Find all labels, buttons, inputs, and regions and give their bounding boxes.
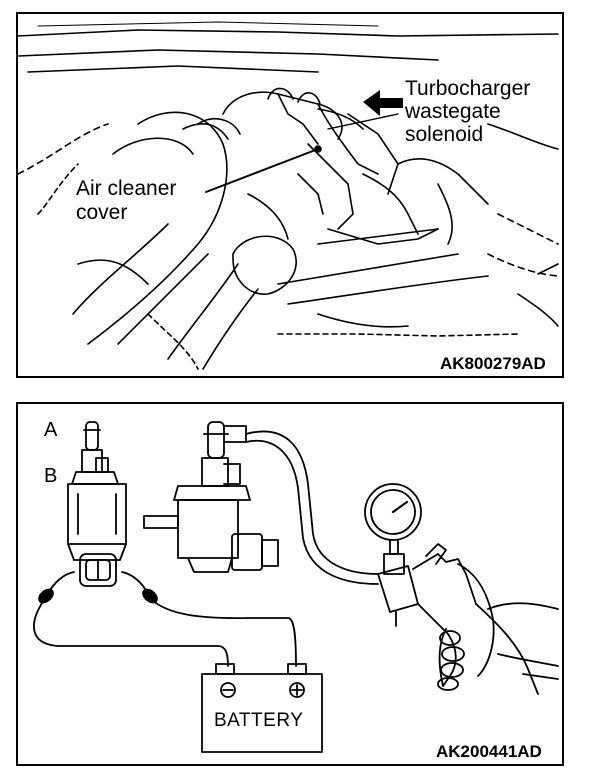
port-b-label: B [44,465,58,487]
solenoid-test-illustration-panel: A B BATTERY AK200441AD [16,402,564,766]
turbo-label-line1: Turbocharger [405,77,531,100]
air-cleaner-label-line1: Air cleaner [76,177,177,200]
engine-bay-drawing [18,21,559,370]
air-cleaner-label-line2: cover [76,201,128,224]
port-a-label: A [44,419,58,441]
turbo-label-line2: wastegate [405,100,501,123]
battery-label: BATTERY [214,710,304,731]
turbo-label-line3: solenoid [405,123,484,146]
pointer-arrow-icon [363,90,403,116]
engine-bay-illustration-panel: Turbocharger wastegate solenoid Air clea… [16,12,564,378]
solenoid-test-drawing [33,421,559,753]
figure-code: AK200441AD [436,742,542,761]
figure-code: AK800279AD [440,354,546,373]
